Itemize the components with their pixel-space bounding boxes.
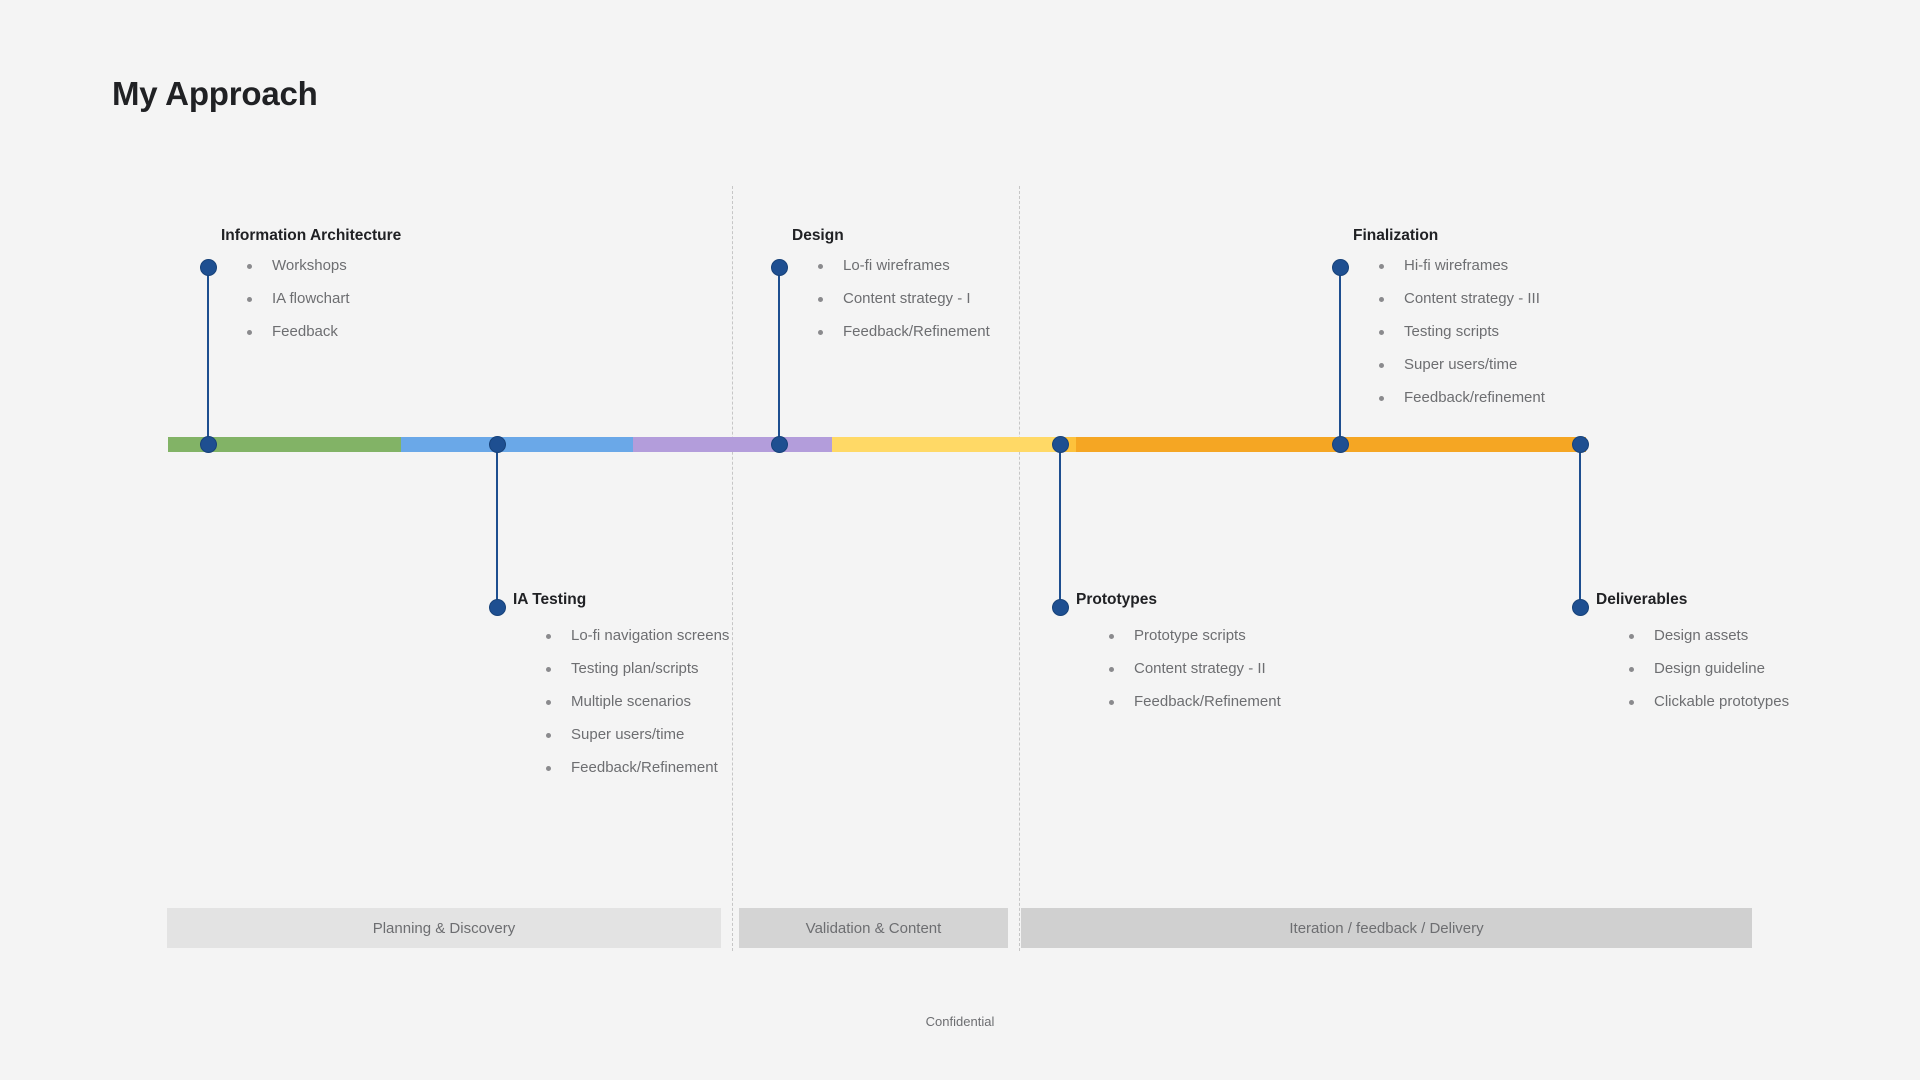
timeline-node-dot[interactable] [771, 436, 788, 453]
milestone-list-item: Content strategy - III [1377, 290, 1545, 308]
milestone-connector [1579, 437, 1581, 607]
milestone-connector [496, 437, 498, 607]
phase-bar-validation-content[interactable]: Validation & Content [739, 908, 1008, 948]
milestone-list-item: Clickable prototypes [1627, 693, 1789, 711]
milestone-list-item: Super users/time [544, 726, 729, 744]
milestone-connector [1339, 267, 1341, 437]
phase-bar-iteration-delivery[interactable]: Iteration / feedback / Delivery [1021, 908, 1752, 948]
timeline-node-dot[interactable] [200, 436, 217, 453]
timeline-segment-planning-discovery-green [168, 437, 401, 452]
milestone-list-item: Workshops [245, 257, 350, 275]
milestone-list-item: Feedback/Refinement [1107, 693, 1281, 711]
milestone-end-dot[interactable] [1332, 259, 1349, 276]
phase-bar-planning-discovery[interactable]: Planning & Discovery [167, 908, 721, 948]
milestone-title: Deliverables [1596, 591, 1688, 608]
page-title: My Approach [112, 75, 318, 112]
milestone-end-dot[interactable] [200, 259, 217, 276]
milestone-title: Prototypes [1076, 591, 1157, 608]
timeline-node-dot[interactable] [1052, 436, 1069, 453]
milestone-title: Information Architecture [221, 227, 402, 244]
timeline-segment-design-purple [633, 437, 832, 452]
timeline-node-dot[interactable] [489, 436, 506, 453]
divider-validation-start [732, 186, 733, 951]
milestone-list-item: Testing scripts [1377, 323, 1545, 341]
milestone-connector [207, 267, 209, 437]
milestone-list-item: Feedback/Refinement [544, 759, 729, 777]
milestone-list-item: Hi-fi wireframes [1377, 257, 1545, 275]
milestone-end-dot[interactable] [771, 259, 788, 276]
milestone-title: Design [792, 227, 844, 244]
timeline-segment-validation-yellow [831, 437, 1065, 452]
timeline-segment-finalization-orange [1075, 437, 1586, 452]
milestone-connector [778, 267, 780, 437]
milestone-list-item: Lo-fi navigation screens [544, 627, 729, 645]
milestone-title: IA Testing [513, 591, 587, 608]
divider-iteration-start [1019, 186, 1020, 951]
milestone-list-item: Multiple scenarios [544, 693, 729, 711]
timeline-node-dot[interactable] [1332, 436, 1349, 453]
milestone-list-item: Super users/time [1377, 356, 1545, 374]
milestone-list-item: Feedback/refinement [1377, 389, 1545, 407]
milestone-end-dot[interactable] [1052, 599, 1069, 616]
confidential-footer: Confidential [925, 1014, 995, 1029]
milestone-list-item: Design assets [1627, 627, 1789, 645]
timeline-segment-ia-testing-blue [400, 437, 634, 452]
timeline-segment-prototypes-amber [1064, 437, 1076, 452]
milestone-list-item: Content strategy - II [1107, 660, 1281, 678]
milestone-list-item: Testing plan/scripts [544, 660, 729, 678]
timeline-node-dot[interactable] [1572, 436, 1589, 453]
milestone-list-item: Content strategy - I [816, 290, 990, 308]
milestone-list-item: Prototype scripts [1107, 627, 1281, 645]
milestone-list-item: Feedback/Refinement [816, 323, 990, 341]
milestone-title: Finalization [1353, 227, 1439, 244]
milestone-list-item: IA flowchart [245, 290, 350, 308]
milestone-end-dot[interactable] [1572, 599, 1589, 616]
milestone-connector [1059, 437, 1061, 607]
milestone-end-dot[interactable] [489, 599, 506, 616]
milestone-list-item: Lo-fi wireframes [816, 257, 990, 275]
milestone-list-item: Design guideline [1627, 660, 1789, 678]
milestone-list-item: Feedback [245, 323, 350, 341]
timeline-bar [168, 437, 1586, 452]
